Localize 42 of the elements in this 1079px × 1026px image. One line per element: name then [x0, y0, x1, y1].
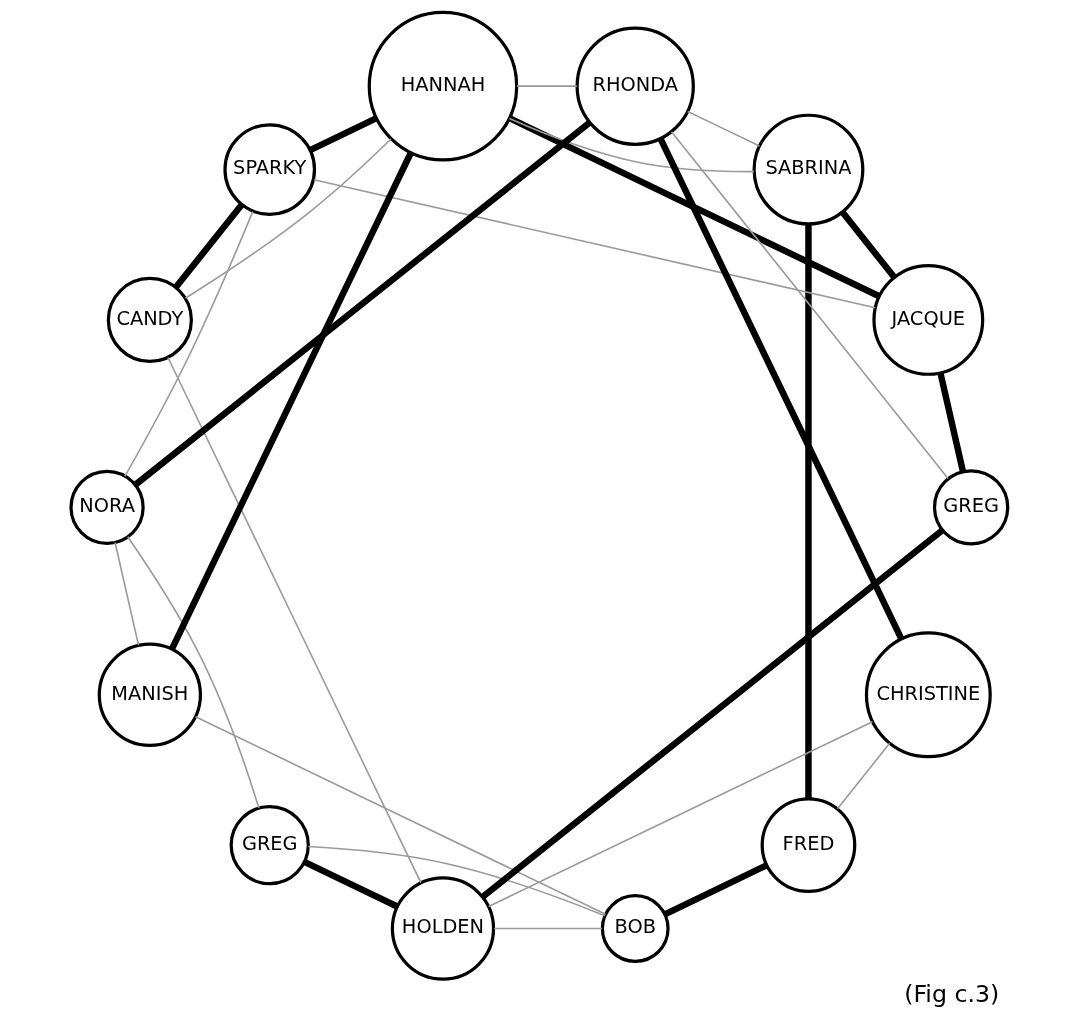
node-circle: JACQUE — [872, 263, 985, 376]
node-circle: SPARKY — [223, 123, 317, 216]
connector — [487, 720, 874, 908]
caption: (Fig c.3) — [904, 980, 1000, 1009]
connector — [114, 541, 140, 646]
node-circle: CHRISTINE — [864, 631, 992, 759]
connector — [126, 535, 260, 809]
node-circle: BOB — [600, 894, 670, 963]
connector — [657, 137, 905, 641]
node-circle: GREG — [229, 804, 310, 886]
connector — [508, 117, 755, 173]
node-circle: HANNAH — [367, 10, 519, 162]
connector — [169, 151, 414, 651]
connector — [508, 115, 881, 300]
connector — [309, 115, 378, 153]
connector — [184, 138, 392, 299]
node-circle: HOLDEN — [390, 876, 496, 981]
node-circle: GREG — [932, 469, 1010, 546]
node-circle: CANDY — [106, 276, 193, 364]
connector — [805, 224, 812, 799]
connector — [670, 130, 949, 480]
connector — [493, 927, 603, 930]
node-circle: NORA — [69, 469, 145, 545]
connector — [307, 845, 606, 917]
connector — [133, 119, 592, 488]
connector — [686, 110, 761, 147]
connector — [515, 85, 578, 87]
connector — [313, 178, 877, 309]
connector — [840, 210, 897, 280]
node-circle: FRED — [760, 797, 857, 893]
connector — [173, 202, 245, 290]
connector — [194, 716, 607, 916]
node-circle: RHONDA — [575, 26, 695, 146]
node-circle: SABRINA — [752, 113, 865, 226]
connector — [937, 372, 967, 473]
connector — [302, 858, 399, 910]
connector — [480, 527, 945, 900]
connector — [836, 742, 891, 810]
node-circle: MANISH — [97, 642, 203, 747]
connector — [167, 356, 422, 884]
connector — [124, 210, 254, 478]
connector — [663, 862, 768, 918]
